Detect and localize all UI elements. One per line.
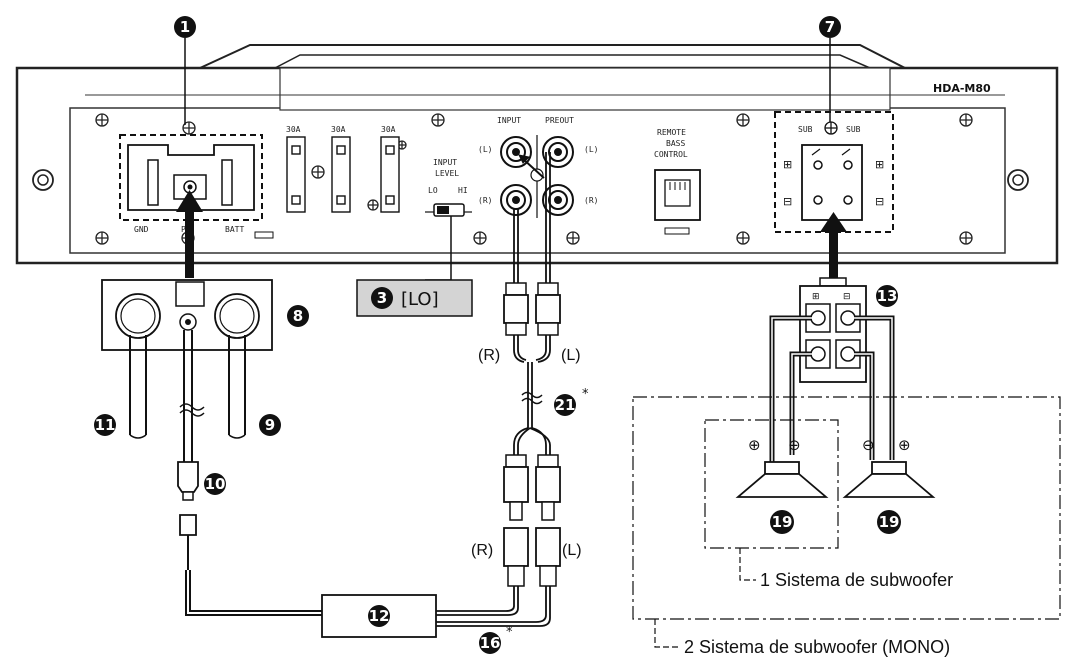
rca-preout-label: PREOUT	[545, 116, 574, 125]
cable-label-r-upper: (R)	[478, 347, 500, 364]
fuse-label-1: 30A	[286, 125, 301, 134]
cable-label-r-lower: (R)	[471, 542, 493, 559]
rca-preout-left-label: (L)	[584, 145, 598, 154]
callout-16: 16 *	[479, 625, 513, 654]
input-level-title-1: INPUT	[433, 158, 457, 167]
callout-19-right-label: 19	[879, 513, 900, 531]
callout-1: 1	[174, 16, 196, 125]
sub-label-right: SUB	[846, 125, 861, 134]
terminal-label-batt: BATT	[225, 225, 244, 234]
rca-cable	[436, 152, 561, 627]
callout-19-left-label: 19	[772, 513, 793, 531]
callout-9-label: 9	[265, 416, 275, 434]
callout-8-label: 8	[293, 307, 303, 325]
unit-13: 12	[321, 594, 437, 638]
callout-12: 13	[876, 285, 898, 307]
arrow-icon	[176, 190, 203, 278]
callout-21: 21 *	[554, 387, 589, 416]
power-terminal: GND PW BATT	[119, 134, 274, 239]
arrow-icon	[820, 212, 847, 285]
asterisk-16: *	[506, 625, 513, 640]
sub-label-left: SUB	[798, 125, 813, 134]
callout-9: 9	[259, 414, 281, 436]
mount-screw-icon	[32, 169, 54, 191]
fuse-block: 30A 30A 30A	[286, 125, 400, 213]
subwoofer-left	[735, 461, 829, 498]
input-level-hi: HI	[458, 186, 468, 195]
asterisk-21: *	[582, 387, 589, 402]
cable-label-l-upper: (L)	[561, 347, 581, 364]
callout-10: 10	[204, 473, 226, 495]
mount-screw-icon	[1007, 169, 1029, 191]
input-level-switch: INPUT LEVEL LO HI	[425, 158, 472, 217]
callout-10-label: 10	[205, 475, 226, 493]
callout-19-left: 19	[770, 510, 794, 534]
callout-13-label: 12	[369, 607, 390, 625]
connector-plus: ⊞	[812, 292, 820, 302]
sub-terminal: SUB SUB ⊞ ⊟ ⊞ ⊟	[774, 111, 894, 233]
system-2-boundary	[632, 396, 1061, 620]
connector-minus: ⊟	[843, 292, 851, 302]
callout-21-label: 21	[555, 396, 576, 414]
terminal-label-gnd: GND	[134, 225, 149, 234]
callout-7: 7	[819, 16, 841, 122]
input-level-setting-box: 3 [LO]	[356, 216, 473, 317]
system-2-label: 2 Sistema de subwoofer (MONO)	[684, 637, 950, 657]
callout-11: 11	[94, 414, 116, 436]
callout-7-label: 7	[825, 18, 835, 36]
rca-input-right-label: (R)	[478, 196, 492, 205]
remote-label-3: CONTROL	[654, 150, 688, 159]
rca-preout-right-label: (R)	[584, 196, 598, 205]
speaker-right-plus: ⊕	[898, 436, 911, 454]
sub-minus-right: ⊟	[875, 195, 884, 208]
fuse-label-3: 30A	[381, 125, 396, 134]
callout-12-label: 13	[877, 287, 898, 305]
remote-label-1: REMOTE	[657, 128, 686, 137]
model-name: HDA-M80	[933, 82, 991, 95]
remote-bass-control: REMOTE BASS CONTROL	[654, 128, 701, 235]
setting-number: 3	[377, 289, 387, 307]
cable-label-l-lower: (L)	[562, 542, 582, 559]
input-level-title-2: LEVEL	[435, 169, 459, 178]
fuse-label-2: 30A	[331, 125, 346, 134]
setting-value: [LO]	[401, 289, 439, 310]
system-1-boundary	[704, 419, 839, 549]
rca-input-left-label: (L)	[478, 145, 492, 154]
callout-11-label: 11	[95, 416, 116, 434]
speaker-left-plus: ⊕	[748, 436, 761, 454]
speaker-connector: ⊞ ⊟	[799, 277, 867, 383]
speaker-right-minus: ⊖	[862, 436, 875, 454]
callout-19-right: 19	[877, 510, 901, 534]
system-1-label: 1 Sistema de subwoofer	[760, 570, 953, 590]
sub-plus-right: ⊞	[875, 158, 884, 171]
sub-minus-left: ⊟	[783, 195, 792, 208]
subwoofer-right	[842, 461, 936, 498]
callout-8: 8	[287, 305, 309, 327]
callout-16-label: 16	[480, 634, 501, 652]
callout-1-label: 1	[180, 18, 190, 36]
arrow-icon	[518, 154, 545, 179]
sub-plus-left: ⊞	[783, 158, 792, 171]
speaker-left-minus: ⊖	[788, 436, 801, 454]
remote-label-2: BASS	[666, 139, 685, 148]
rca-input-label: INPUT	[497, 116, 521, 125]
power-connector	[101, 279, 322, 616]
input-level-lo: LO	[428, 186, 438, 195]
